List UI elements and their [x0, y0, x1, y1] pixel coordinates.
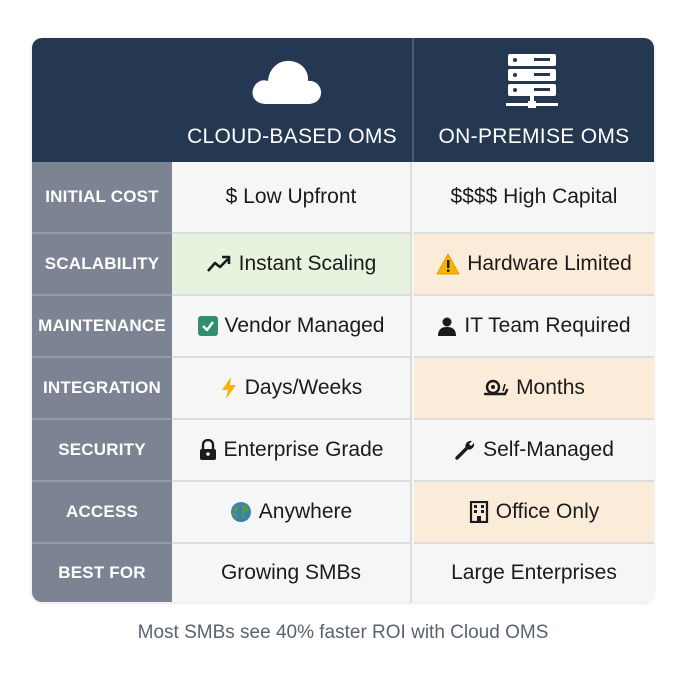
snail-icon: [483, 378, 509, 398]
globe-icon: [230, 501, 252, 523]
row-label-scalability: SCALABILITY: [32, 232, 172, 294]
cloud-column-title: CLOUD-BASED OMS: [187, 125, 397, 148]
cloud-cell-text: Vendor Managed: [224, 314, 385, 337]
row-label-maintenance: MAINTENANCE: [32, 294, 172, 356]
row-label-access: ACCESS: [32, 480, 172, 542]
row-label-integration: INTEGRATION: [32, 356, 172, 418]
row-label-security: SECURITY: [32, 418, 172, 480]
onprem-cell-text: $$$$ High Capital: [450, 185, 618, 208]
footer-note: Most SMBs see 40% faster ROI with Cloud …: [137, 622, 549, 643]
onprem-cell-text: Self-Managed: [483, 438, 614, 461]
row-label-initial-cost: INITIAL COST: [32, 162, 172, 232]
onprem-cell-maintenance: IT Team Required: [414, 294, 654, 356]
cloud-cell-best-for: Growing SMBs: [172, 542, 412, 602]
building-icon: [469, 501, 489, 523]
onprem-cell-best-for: Large Enterprises: [414, 542, 654, 602]
onprem-cell-access: Office Only: [414, 480, 654, 542]
cloud-cell-initial-cost: $ Low Upfront: [172, 162, 412, 232]
lightning-icon: [220, 376, 238, 400]
wrench-icon: [454, 439, 476, 461]
onprem-cell-text: Months: [516, 376, 585, 399]
cloud-cell-maintenance: Vendor Managed: [172, 294, 412, 356]
cloud-cell-security: Enterprise Grade: [172, 418, 412, 480]
server-icon: [506, 54, 558, 108]
table-header: CLOUD-BASED OMS ON-PREMISE OMS: [32, 38, 654, 162]
row-label-best-for: BEST FOR: [32, 542, 172, 602]
onprem-cell-integration: Months: [414, 356, 654, 418]
chart-up-icon: [206, 254, 232, 274]
lock-icon: [199, 439, 217, 461]
cloud-cell-text: $ Low Upfront: [225, 185, 357, 208]
onprem-cell-text: Office Only: [495, 500, 600, 523]
cloud-cell-text: Growing SMBs: [220, 561, 362, 584]
cloud-cell-text: Anywhere: [258, 500, 353, 523]
cloud-cell-text: Days/Weeks: [244, 376, 363, 399]
header-divider: [412, 38, 414, 162]
onprem-cell-scalability: Hardware Limited: [414, 232, 654, 294]
onprem-cell-text: Hardware Limited: [467, 252, 632, 275]
cloud-icon: [252, 60, 322, 104]
cloud-cell-access: Anywhere: [172, 480, 412, 542]
warning-icon: [436, 253, 460, 275]
cloud-cell-integration: Days/Weeks: [172, 356, 412, 418]
checkbox-icon: [197, 316, 218, 336]
onprem-cell-security: Self-Managed: [414, 418, 654, 480]
cloud-cell-text: Enterprise Grade: [223, 438, 384, 461]
onprem-cell-initial-cost: $$$$ High Capital: [414, 162, 654, 232]
comparison-table: CLOUD-BASED OMS ON-PREMISE OMS INITIAL C…: [32, 38, 654, 602]
onprem-cell-text: Large Enterprises: [451, 561, 617, 584]
cloud-cell-text: Instant Scaling: [238, 252, 377, 275]
onprem-cell-text: IT Team Required: [464, 314, 631, 337]
cloud-cell-scalability: Instant Scaling: [172, 232, 412, 294]
person-icon: [437, 316, 457, 336]
onprem-column-title: ON-PREMISE OMS: [438, 125, 630, 148]
